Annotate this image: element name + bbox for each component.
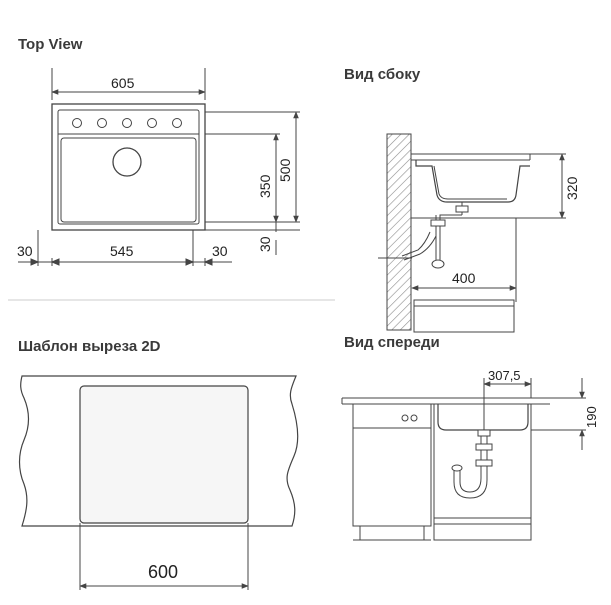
dim-545: 545	[110, 243, 134, 259]
cutout-template-heading: Шаблон выреза 2D	[18, 338, 161, 355]
dim-307-5: 307,5	[488, 368, 521, 383]
side-view-heading: Вид сбоку	[344, 66, 421, 83]
cutout-template-drawing	[18, 375, 299, 590]
dim-500: 500	[277, 158, 293, 182]
dim-30-right: 30	[212, 243, 228, 259]
dim-600: 600	[148, 562, 178, 582]
top-view-heading: Top View	[18, 36, 83, 53]
top-view-drawing	[18, 68, 300, 266]
dim-190: 190	[584, 406, 599, 428]
dim-30-vertical: 30	[257, 236, 273, 252]
dim-30-left: 30	[17, 243, 33, 259]
dim-605: 605	[111, 75, 135, 91]
dim-320: 320	[564, 176, 580, 200]
front-view-heading: Вид спереди	[344, 334, 440, 351]
dim-400: 400	[452, 270, 476, 286]
side-view-drawing	[378, 133, 566, 333]
dim-350: 350	[257, 174, 273, 198]
front-view-drawing	[341, 378, 586, 541]
